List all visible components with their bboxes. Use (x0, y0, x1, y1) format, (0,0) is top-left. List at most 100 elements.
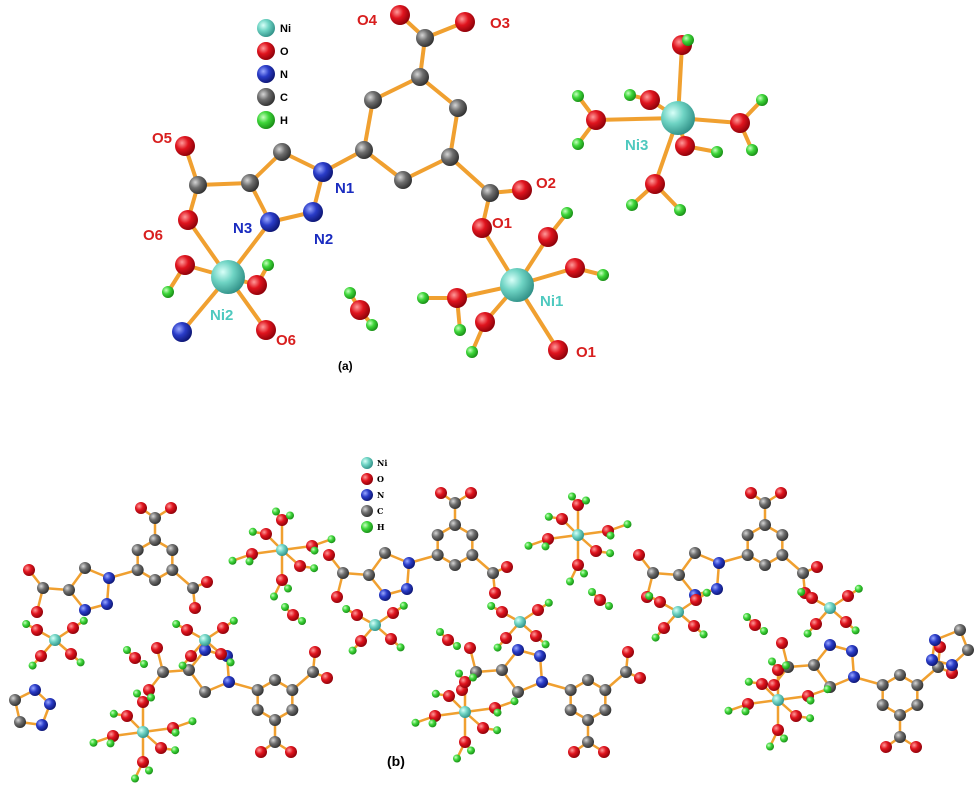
carbon-atom (337, 567, 349, 579)
carbon-atom (481, 184, 499, 202)
oxygen-atom (464, 642, 476, 654)
oxygen-atom (355, 635, 367, 647)
hydrogen-atom (229, 616, 238, 625)
oxygen-atom (654, 596, 666, 608)
hydrogen-atom (286, 511, 294, 520)
oxygen-atom (447, 288, 467, 308)
oxygen-atom (309, 646, 321, 658)
hydrogen-atom (651, 633, 660, 642)
carbon-atom (797, 567, 809, 579)
oxygen-atom (429, 710, 441, 722)
oxygen-atom (512, 180, 532, 200)
oxygen-atom (842, 590, 854, 602)
carbon-atom (394, 171, 412, 189)
legend-b-o-swatch (361, 473, 373, 485)
oxygen-atom (331, 591, 343, 603)
carbon-atom (131, 544, 144, 556)
oxygen-atom (472, 218, 492, 238)
oxygen-atom (910, 741, 922, 753)
nitrogen-atom (172, 322, 192, 342)
legend-b-o-label: O (377, 474, 384, 484)
hydrogen-atom (172, 620, 181, 628)
carbon-atom (894, 669, 906, 681)
oxygen-atom (496, 606, 508, 618)
hydrogen-atom (453, 754, 461, 763)
nickel-atom (661, 101, 695, 135)
hydrogen-atom (806, 714, 815, 723)
nickel-atom (672, 606, 684, 618)
hydrogen-atom (76, 658, 85, 667)
label-o1-upper: O1 (492, 215, 512, 232)
carbon-atom (241, 174, 259, 192)
hydrogen-atom (262, 259, 274, 271)
oxygen-atom (201, 576, 213, 588)
hydrogen-atom (109, 709, 118, 718)
hydrogen-atom (493, 708, 502, 717)
nickel-atom (514, 616, 526, 628)
oxygen-atom (475, 312, 495, 332)
hydrogen-atom (487, 602, 496, 610)
hydrogen-atom (453, 642, 461, 650)
hydrogen-atom (766, 742, 774, 751)
hydrogen-atom (851, 626, 860, 635)
hydrogen-atom (741, 707, 750, 716)
oxygen-atom (598, 746, 610, 758)
legend-b-ni-label: Ni (377, 458, 387, 468)
hydrogen-atom (524, 541, 533, 550)
oxygen-atom (634, 672, 646, 684)
oxygen-atom (590, 545, 602, 557)
hydrogen-atom (344, 287, 356, 299)
caption-a: (a) (338, 359, 353, 373)
hydrogen-atom (454, 324, 466, 336)
oxygen-atom (730, 113, 750, 133)
oxygen-atom (489, 587, 501, 599)
oxygen-atom (390, 5, 410, 25)
hydrogen-atom (743, 613, 751, 621)
oxygen-atom (675, 136, 695, 156)
nitrogen-atom (199, 644, 211, 656)
hydrogen-atom (682, 34, 694, 46)
oxygen-atom (745, 487, 757, 499)
oxygen-atom (247, 275, 267, 295)
carbon-atom (79, 562, 91, 574)
carbon-atom (149, 574, 161, 586)
hydrogen-atom (467, 746, 475, 755)
hydrogen-atom (797, 588, 806, 596)
oxygen-atom (742, 698, 754, 710)
oxygen-atom (121, 710, 133, 722)
oxygen-atom (594, 594, 606, 606)
hydrogen-atom (245, 557, 254, 566)
oxygen-atom (556, 513, 568, 525)
nickel-atom (276, 544, 288, 556)
hydrogen-atom (768, 657, 776, 666)
hydrogen-atom (399, 601, 408, 610)
hydrogen-atom (89, 738, 98, 747)
hydrogen-atom (171, 746, 180, 755)
hydrogen-atom (342, 605, 351, 613)
carbon-atom (647, 567, 659, 579)
carbon-atom (131, 564, 144, 576)
nickel-atom (824, 602, 836, 614)
hydrogen-atom (162, 286, 174, 298)
carbon-atom (157, 666, 169, 678)
label-o5: O5 (152, 130, 172, 147)
hydrogen-atom (327, 535, 336, 544)
carbon-atom (487, 567, 499, 579)
hydrogen-atom (544, 512, 553, 521)
carbon-atom (149, 534, 161, 546)
oxygen-atom (65, 648, 77, 660)
carbon-atom (954, 624, 966, 636)
carbon-atom (166, 544, 179, 556)
oxygen-atom (811, 561, 823, 573)
nitrogen-atom (103, 572, 115, 584)
oxygen-atom (178, 210, 198, 230)
hydrogen-atom (605, 602, 613, 610)
carbon-atom (599, 704, 612, 716)
oxygen-atom (23, 564, 35, 576)
oxygen-atom (260, 528, 272, 540)
hydrogen-atom (493, 726, 502, 735)
oxygen-atom (565, 258, 585, 278)
oxygen-atom (768, 679, 780, 691)
